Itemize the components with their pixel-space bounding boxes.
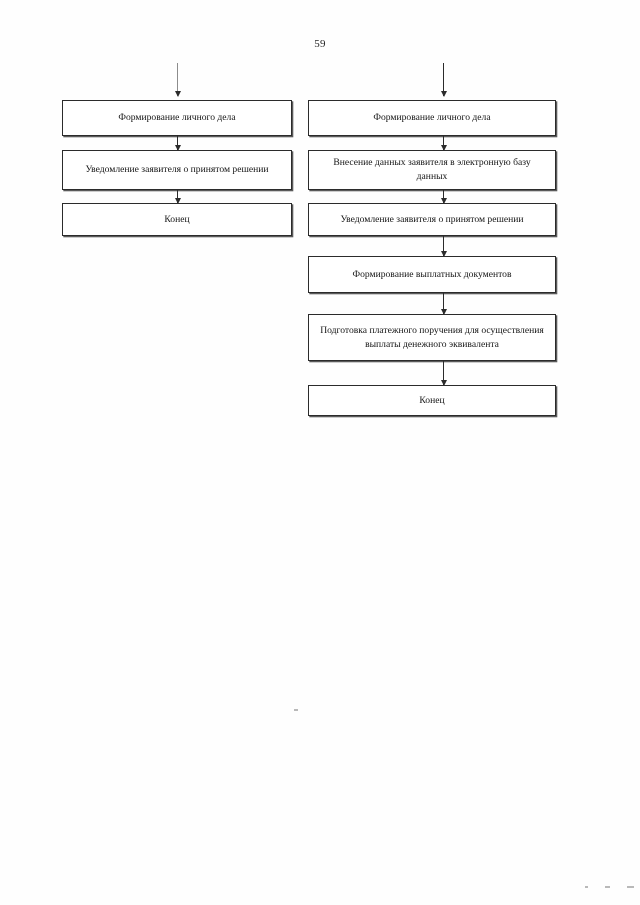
scan-speck (605, 886, 610, 888)
connector-arrow-right-entry (443, 63, 444, 96)
flow-node-r3[interactable]: Уведомление заявителя о принятом решении (308, 203, 556, 236)
scan-speck (627, 886, 634, 888)
connector-arrow-l2-l3 (177, 190, 178, 203)
flow-node-r1-label: Формирование личного дела (373, 112, 491, 124)
connector-arrow-r5-r6 (443, 361, 444, 385)
flow-node-l3-end[interactable]: Конец (62, 203, 292, 236)
flow-node-l1-label: Формирование личного дела (118, 112, 236, 124)
flow-node-r2-label: Внесение данных заявителя в электронную … (333, 157, 531, 182)
connector-arrow-r2-r3 (443, 190, 444, 203)
flow-node-r5-label: Подготовка платежного поручения для осущ… (320, 324, 544, 350)
flow-node-l2[interactable]: Уведомление заявителя о принятом решении (62, 150, 292, 190)
page-number: 59 (314, 38, 326, 50)
flow-node-l1[interactable]: Формирование личного дела (62, 100, 292, 136)
flow-node-r5[interactable]: Подготовка платежного поручения для осущ… (308, 314, 556, 361)
flow-node-l3-label: Конец (164, 213, 190, 225)
flow-node-r6-label: Конец (419, 394, 445, 406)
flow-node-r4[interactable]: Формирование выплатных документов (308, 256, 556, 293)
connector-arrow-r1-r2 (443, 136, 444, 150)
connector-arrow-l1-l2 (177, 136, 178, 150)
flow-node-r3-label: Уведомление заявителя о принятом решении (340, 213, 524, 225)
flow-node-l2-label: Уведомление заявителя о принятом решении (85, 164, 269, 176)
flow-node-r6-end[interactable]: Конец (308, 385, 556, 416)
scan-speck (294, 709, 298, 711)
connector-arrow-r4-r5 (443, 293, 444, 314)
flow-node-r1[interactable]: Формирование личного дела (308, 100, 556, 136)
flow-node-r2[interactable]: Внесение данных заявителя в электронную … (308, 150, 556, 190)
connector-arrow-r3-r4 (443, 236, 444, 256)
connector-arrow-left-entry (177, 63, 178, 96)
flow-node-r4-label: Формирование выплатных документов (352, 268, 512, 280)
scan-speck (585, 886, 588, 888)
